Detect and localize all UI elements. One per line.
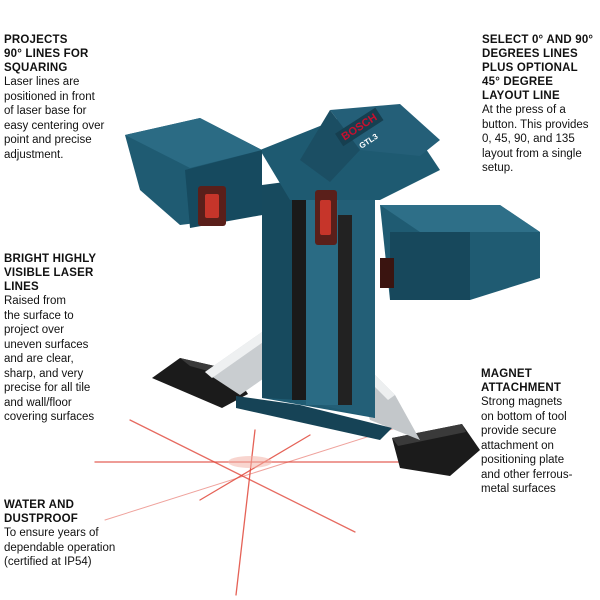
model-label: GTL3 xyxy=(358,132,381,151)
callout-projects: PROJECTS 90° LINES FOR SQUARING Laser li… xyxy=(4,33,144,162)
callout-water: WATER AND DUSTPROOF To ensure years of d… xyxy=(4,498,139,570)
left-foot xyxy=(152,358,248,408)
callout-projects-title: PROJECTS 90° LINES FOR SQUARING xyxy=(4,34,89,74)
callout-water-body: To ensure years of dependable operation … xyxy=(4,527,116,568)
right-foot xyxy=(392,424,480,476)
callout-water-title: WATER AND DUSTPROOF xyxy=(4,499,78,525)
callout-select-title: SELECT 0° AND 90° DEGREES LINES PLUS OPT… xyxy=(482,34,594,102)
callout-magnet-title: MAGNET ATTACHMENT xyxy=(481,368,562,394)
callout-bright-body: Raised from the surface to project over … xyxy=(4,295,95,423)
callout-bright-lines: BRIGHT HIGHLY VISIBLE LASER LINES Raised… xyxy=(4,252,139,425)
tool-body: BOSCH GTL3 xyxy=(125,104,540,440)
callout-bright-title: BRIGHT HIGHLY VISIBLE LASER LINES xyxy=(4,253,97,293)
callout-magnet: MAGNET ATTACHMENT Strong magnets on bott… xyxy=(481,367,599,497)
callout-select-lines: SELECT 0° AND 90° DEGREES LINES PLUS OPT… xyxy=(482,33,600,176)
laser-lines xyxy=(94,419,411,596)
callout-magnet-body: Strong magnets on bottom of tool provide… xyxy=(481,396,573,495)
callout-select-body: At the press of a button. This provides … xyxy=(482,104,589,174)
brand-logo: BOSCH xyxy=(340,111,380,143)
callout-projects-body: Laser lines are positioned in front of l… xyxy=(4,76,105,161)
